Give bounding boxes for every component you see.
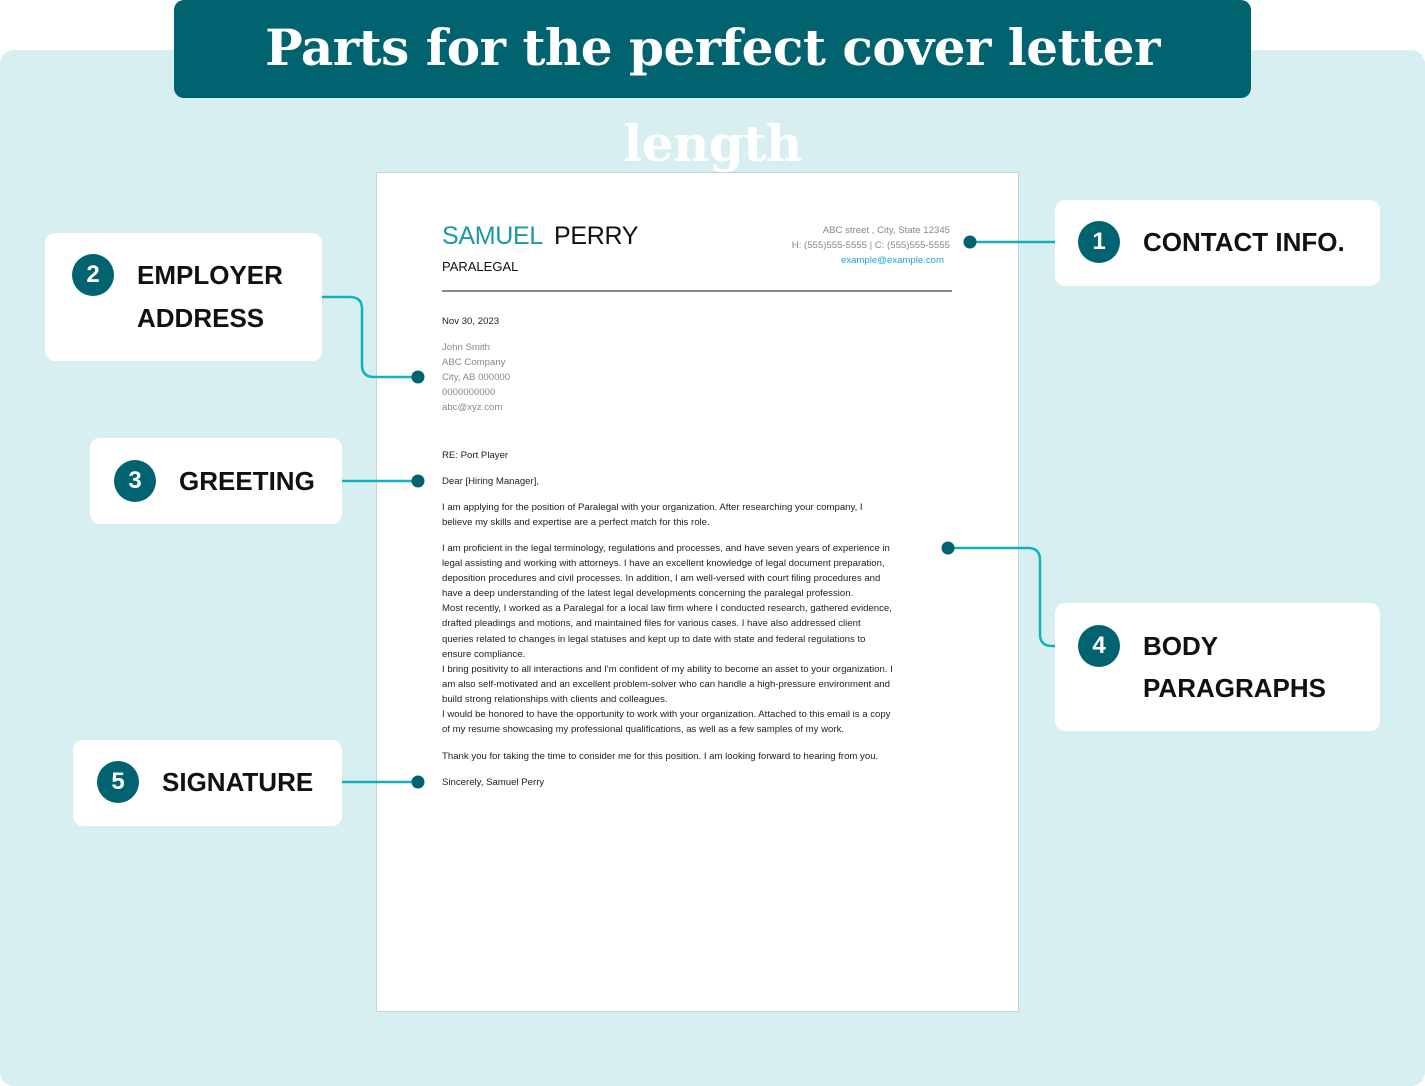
callout-label: PARAGRAPHS: [1143, 673, 1326, 703]
header-divider: [442, 290, 952, 292]
callout-signature: 5 SIGNATURE: [73, 740, 342, 826]
text-line: queries related to changes in legal stat…: [442, 633, 866, 645]
text-line: believe my skills and expertise are a pe…: [442, 517, 710, 529]
callout-body-paragraphs: 4 BODY PARAGRAPHS: [1055, 603, 1380, 731]
text-line: John Smith: [442, 342, 490, 353]
callout-label: GREETING: [179, 466, 315, 496]
text-line: legal assisting and working with attorne…: [442, 558, 885, 570]
number-badge: 1: [1078, 221, 1120, 263]
callout-label: ADDRESS: [137, 303, 265, 333]
text-line: abc@xyz.com: [442, 402, 503, 414]
text-line: Most recently, I worked as a Paralegal f…: [442, 603, 892, 615]
connector-2: [322, 295, 418, 379]
body-paragraphs: I am proficient in the legal terminology…: [442, 541, 893, 737]
text-line: deposition procedures and civil processe…: [442, 573, 881, 585]
number-badge: 2: [72, 254, 114, 296]
callout-label: CONTACT INFO.: [1143, 227, 1345, 257]
text-line: build strong relationships with clients …: [442, 693, 668, 705]
text-line: ABC Company: [442, 357, 506, 369]
callout-contact-info: 1 CONTACT INFO.: [1055, 200, 1380, 286]
dot-4: [941, 541, 955, 555]
contact-email: example@example.com: [840, 255, 944, 266]
letter-date: Nov 30, 2023: [442, 316, 500, 327]
text-line: City, AB 000000: [442, 372, 511, 384]
text-line: ensure compliance.: [442, 648, 526, 660]
callout-label: SIGNATURE: [162, 767, 314, 797]
text-line: I would be honored to have the opportuni…: [442, 709, 891, 721]
text-line: have a deep understanding of the latest …: [442, 588, 854, 600]
signoff: Sincerely, Samuel Perry: [442, 777, 545, 788]
callout-employer-address: 2 EMPLOYER ADDRESS: [45, 233, 322, 361]
number-badge: 5: [97, 761, 139, 803]
connector-4: [948, 546, 1055, 648]
text-line: drafted pleadings and motions, and maint…: [442, 618, 861, 630]
dot-3: [411, 474, 425, 488]
page-title: Parts for the perfect cover letter lengt…: [174, 0, 1251, 173]
callout-label: BODY: [1143, 631, 1219, 661]
last-name: PERRY: [554, 222, 639, 250]
text-line: I am proficient in the legal terminology…: [442, 543, 890, 554]
text-line: 0000000000: [442, 387, 496, 399]
contact-address: ABC street , City, State 12345: [822, 225, 950, 236]
number-badge: 4: [1078, 625, 1120, 667]
subject-line: RE: Port Player: [442, 450, 509, 461]
job-title: PARALEGAL: [442, 259, 519, 274]
text-line: of my resume showcasing my professional …: [442, 724, 845, 736]
number-badge: 3: [114, 460, 156, 502]
callout-greeting: 3 GREETING: [90, 438, 342, 524]
dot-2: [411, 370, 425, 384]
text-line: I bring positivity to all interactions a…: [442, 663, 893, 675]
dot-5: [411, 775, 425, 789]
text-line: I am applying for the position of Parale…: [442, 502, 863, 513]
text-line: am also self-motivated and an excellent …: [442, 678, 890, 690]
intro-paragraph: I am applying for the position of Parale…: [442, 500, 863, 530]
greeting-line: Dear [Hiring Manager],: [442, 476, 540, 487]
contact-phones: H: (555)555-5555 | C: (555)555-5555: [791, 240, 950, 251]
closing-paragraph: Thank you for taking the time to conside…: [442, 751, 879, 762]
callout-label: EMPLOYER: [137, 260, 283, 290]
first-name: SAMUEL: [442, 222, 544, 250]
cover-letter-sample: [376, 172, 1019, 1012]
dot-1: [963, 235, 977, 249]
